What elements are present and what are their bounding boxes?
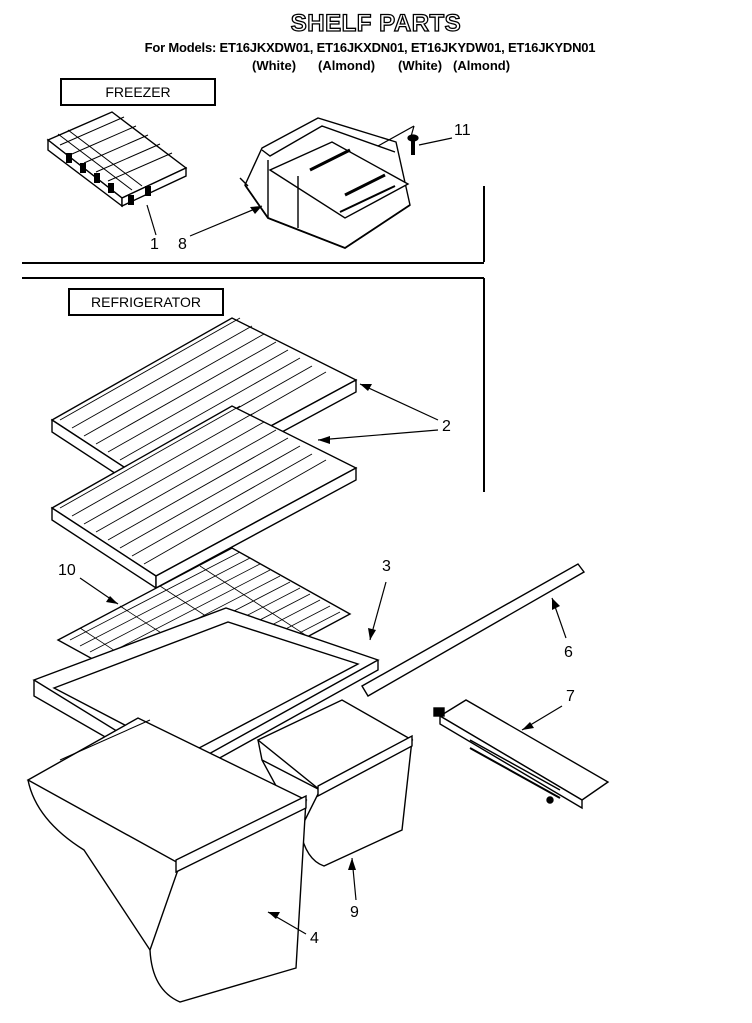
leader-11 [418, 137, 453, 146]
color-almond-2: (Almond) [453, 58, 511, 73]
color-white-1: (White) [252, 58, 297, 73]
crisper-slide-part [433, 699, 610, 810]
leader-11a [377, 125, 415, 147]
section-dividers [22, 186, 485, 492]
color-white-2: (White) [398, 58, 443, 73]
left-crisper-part [26, 717, 308, 1003]
arrow-8 [250, 206, 262, 214]
trim-strip-part [361, 563, 586, 697]
second-shelf-part [50, 405, 358, 590]
callout-9: 9 [350, 904, 359, 921]
callout-7: 7 [566, 688, 575, 705]
leader-2a [359, 383, 439, 421]
callout-4: 4 [310, 930, 319, 947]
leader-8 [189, 205, 263, 237]
callout-8: 8 [178, 236, 187, 253]
right-crisper-part [256, 699, 414, 867]
callout-3: 3 [382, 558, 391, 575]
page-title: SHELF PARTS [290, 9, 462, 37]
freezer-section-label: FREEZER [60, 78, 216, 106]
callout-11: 11 [454, 122, 471, 139]
callout-10: 10 [58, 562, 76, 579]
screw-part [407, 134, 419, 155]
refrigerator-section-label: REFRIGERATOR [68, 288, 224, 316]
callout-6: 6 [564, 644, 573, 661]
leader-2b [317, 429, 439, 441]
callout-1: 1 [150, 236, 159, 253]
color-almond-1: (Almond) [318, 58, 376, 73]
ice-tray-part [46, 111, 188, 208]
callout-2: 2 [442, 418, 451, 435]
leader-1 [146, 204, 157, 236]
freezer-shelf-part [239, 117, 411, 250]
models-line: For Models: ET16JKXDW01, ET16JKXDN01, ET… [144, 40, 596, 55]
